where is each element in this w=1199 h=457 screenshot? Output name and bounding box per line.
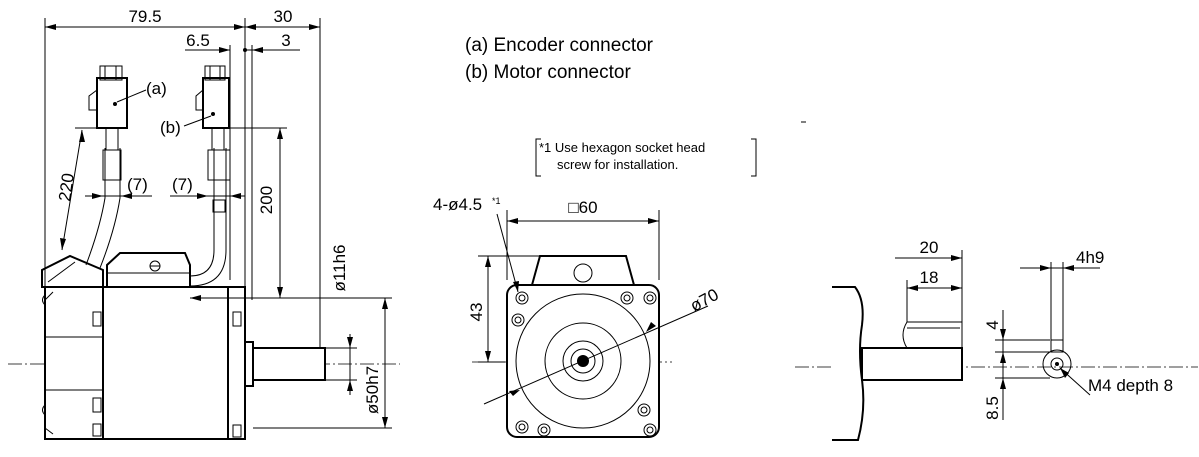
front-connector-block <box>530 255 636 286</box>
dim-tap: M4 depth 8 <box>1088 376 1173 395</box>
dim-key-length: 20 <box>920 238 939 257</box>
dim-spigot-dia: ø50h7 <box>363 366 382 414</box>
dim-encoder-cable: 220 <box>55 172 78 203</box>
motor-cable <box>189 148 215 277</box>
label-a: (a) <box>146 79 167 98</box>
side-view: (a) (b) 79.5 30 6.5 <box>8 7 400 440</box>
dim-motor-cable-dia: (7) <box>172 175 193 194</box>
shaft-end-view <box>1042 349 1072 379</box>
motor-body <box>44 286 246 440</box>
dim-shaft-length: 30 <box>274 7 293 26</box>
encoder-connector <box>96 77 128 129</box>
dim-pilot-dia: ø11h6 <box>330 245 349 292</box>
shaft-detail: 20 18 4h9 4 8.5 M4 depth 8 <box>795 238 1198 441</box>
motor-connector <box>202 77 230 129</box>
detail-flange <box>832 286 865 441</box>
encoder-cover <box>41 254 104 288</box>
dim-flange-offset: 6.5 <box>186 31 210 50</box>
detail-shaft <box>861 347 963 381</box>
note-line-1: *1 Use hexagon socket head <box>539 140 705 155</box>
cable-outlet-block <box>106 252 191 288</box>
dim-tap-offset: 8.5 <box>983 396 1002 420</box>
note-line-2: screw for installation. <box>557 157 678 172</box>
legend-motor-connector: (b) Motor connector <box>465 62 631 83</box>
dim-key-offset: 18 <box>920 268 939 287</box>
shaft <box>252 347 326 381</box>
dim-mounting-holes-note: *1 <box>492 196 501 206</box>
legend-encoder-connector: (a) Encoder connector <box>465 35 654 56</box>
dim-key-height: 4 <box>983 320 1002 329</box>
dim-encoder-cable-dia: (7) <box>127 175 148 194</box>
label-b: (b) <box>160 118 181 137</box>
encoder-cable <box>85 148 106 266</box>
dim-height: 43 <box>467 303 486 322</box>
dim-length: 79.5 <box>128 7 161 26</box>
dim-key-width: 4h9 <box>1076 248 1104 267</box>
dim-pcd: ø70 <box>687 285 722 316</box>
front-view: ø70 □60 43 4-ø4.5 *1 <box>433 195 722 438</box>
dim-shaft-step: 3 <box>281 31 290 50</box>
mounting-holes <box>511 291 657 437</box>
dim-square: □60 <box>568 198 597 217</box>
spigot <box>244 341 254 387</box>
front-outer-circle <box>515 293 651 429</box>
dim-mounting-holes: 4-ø4.5 <box>433 195 482 214</box>
dim-motor-cable: 200 <box>257 186 276 214</box>
installation-note: *1 Use hexagon socket head screw for ins… <box>535 138 757 177</box>
